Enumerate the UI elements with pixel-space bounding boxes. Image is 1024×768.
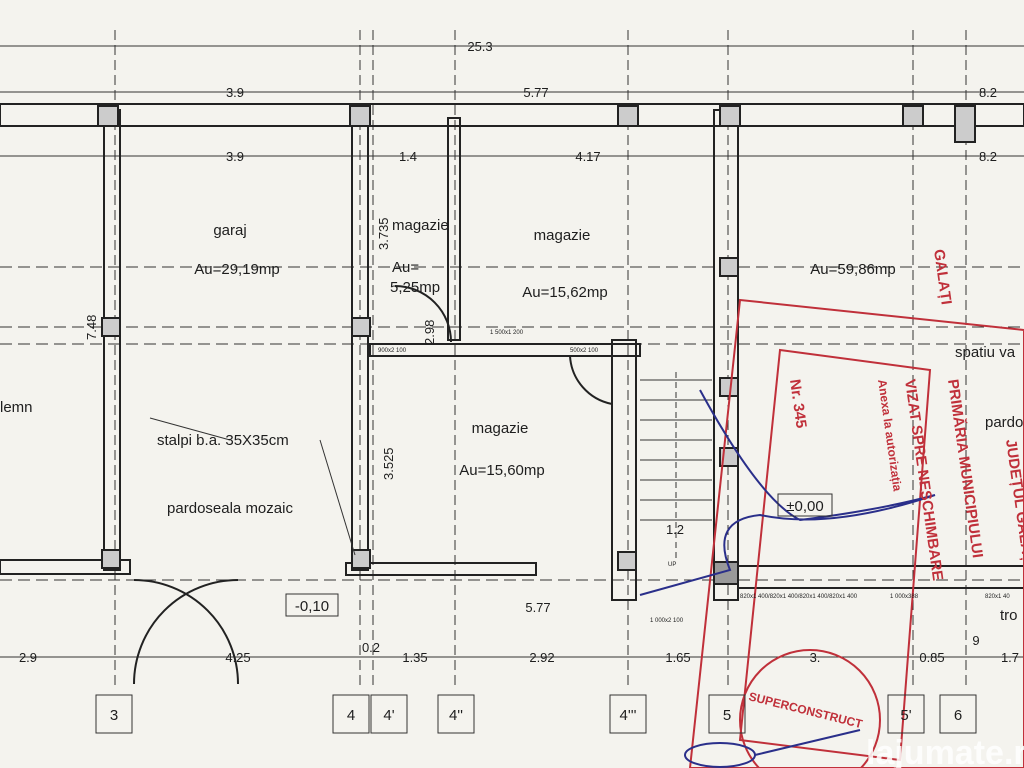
dim-top-1: 3.9 [226, 85, 244, 100]
dim-second-2: 1.4 [399, 149, 417, 164]
stamp-text: PRIMĂRIA MUNICIPIULUI [944, 378, 986, 559]
room-magazie-small-area-1: Au= [392, 259, 419, 276]
room-spatiu: spatiu va [955, 344, 1016, 361]
dim-vertical-3: 2.98 [422, 320, 437, 345]
dim-vertical-4: 3.525 [381, 447, 396, 480]
note-up: UP [668, 562, 676, 568]
dim-bottom-4: 1.35 [402, 650, 427, 665]
walls [0, 103, 1024, 685]
opening-label: 820x1 400/820x1 400/820x1 400/820x1 400 [740, 594, 858, 600]
stamp-text: SUPERCONSTRUCT [747, 689, 864, 731]
room-lemn: lemn [0, 399, 33, 416]
dim-stair: 1.2 [666, 522, 684, 537]
room-magazie-top-area: Au=15,62mp [522, 284, 607, 301]
room-magazie-small-area-2: 5,25mp [390, 279, 440, 296]
stamp-text: VIZAT SPRE NESCHIMBARE [901, 378, 946, 581]
room-big-area: Au=59,86mp [810, 261, 895, 278]
note-stalpi: stalpi b.a. 35X35cm [157, 432, 289, 449]
note-level-zero: ±0,00 [786, 498, 823, 515]
stamp-text: Nr. 345 [786, 378, 810, 429]
room-garaj-area: Au=29,19mp [194, 261, 279, 278]
dim-second-3: 4.17 [575, 149, 600, 164]
dim-second-4: 8.2 [979, 149, 997, 164]
staircase [640, 372, 712, 560]
dim-inner-bottom: 5.77 [525, 600, 550, 615]
note-level-minus: -0,10 [295, 598, 329, 615]
room-tro: tro [1000, 607, 1018, 624]
dim-nine: 9 [972, 633, 979, 648]
axis-label: 4'' [449, 707, 463, 724]
dim-vertical-2: 3.735 [376, 217, 391, 250]
stamp-text: JUDEȚUL GALAȚI [1002, 438, 1024, 568]
level-zero-box [777, 493, 833, 517]
axis-label: 6 [954, 707, 962, 724]
watermark: lajumate.ro [866, 734, 1024, 768]
opening-label: 820x1 40 [985, 594, 1010, 600]
dim-bottom-5: 2.92 [529, 650, 554, 665]
axis-label: 3 [110, 707, 118, 724]
note-leader [319, 439, 356, 556]
stamp-text: GALAȚI [930, 248, 955, 306]
axis-label: 5 [723, 707, 731, 724]
room-garaj-name: garaj [213, 222, 246, 239]
note-leader [149, 417, 231, 441]
dim-second-1: 3.9 [226, 149, 244, 164]
opening-label: 1 000x388 [890, 594, 919, 600]
axis-label: 4' [383, 707, 394, 724]
dim-bottom-7: 3. [810, 650, 821, 665]
dimension-lines [0, 30, 1024, 690]
dim-vertical-1: 7.48 [84, 315, 99, 340]
opening-label: 900x2 100 [378, 348, 407, 354]
dim-top-2: 5.77 [523, 85, 548, 100]
axis-label: 5' [900, 707, 911, 724]
room-magazie-top-name: magazie [534, 227, 591, 244]
dim-bottom-9: 1.7 [1001, 650, 1019, 665]
opening-label: 500x2 100 [570, 348, 599, 354]
axis-label: 4 [347, 707, 355, 724]
axis-label: 4''' [620, 707, 637, 724]
dim-bottom-6: 1.65 [665, 650, 690, 665]
axis-boxes [95, 694, 977, 734]
room-magazie-bottom-area: Au=15,60mp [459, 462, 544, 479]
dim-bottom-1: 2.9 [19, 650, 37, 665]
handwritten-signature [639, 389, 936, 768]
stamp-marks [688, 298, 1024, 768]
opening-label: 1 500x1 200 [490, 330, 524, 336]
dim-bottom-2: 4.25 [225, 650, 250, 665]
level-minus-box [285, 593, 339, 617]
room-magazie-small-name: magazie [392, 217, 449, 234]
room-pardo: pardo [985, 414, 1023, 431]
opening-label: 1 000x2 100 [650, 618, 684, 624]
dim-bottom-3: 0.2 [362, 640, 380, 655]
note-pardoseala: pardoseala mozaic [167, 500, 293, 517]
dim-bottom-8: 0.85 [919, 650, 944, 665]
room-magazie-bottom-name: magazie [472, 420, 529, 437]
stamp-text: Anexa la autorizația [875, 378, 905, 492]
dim-overall: 25.3 [467, 39, 492, 54]
dim-top-3: 8.2 [979, 85, 997, 100]
